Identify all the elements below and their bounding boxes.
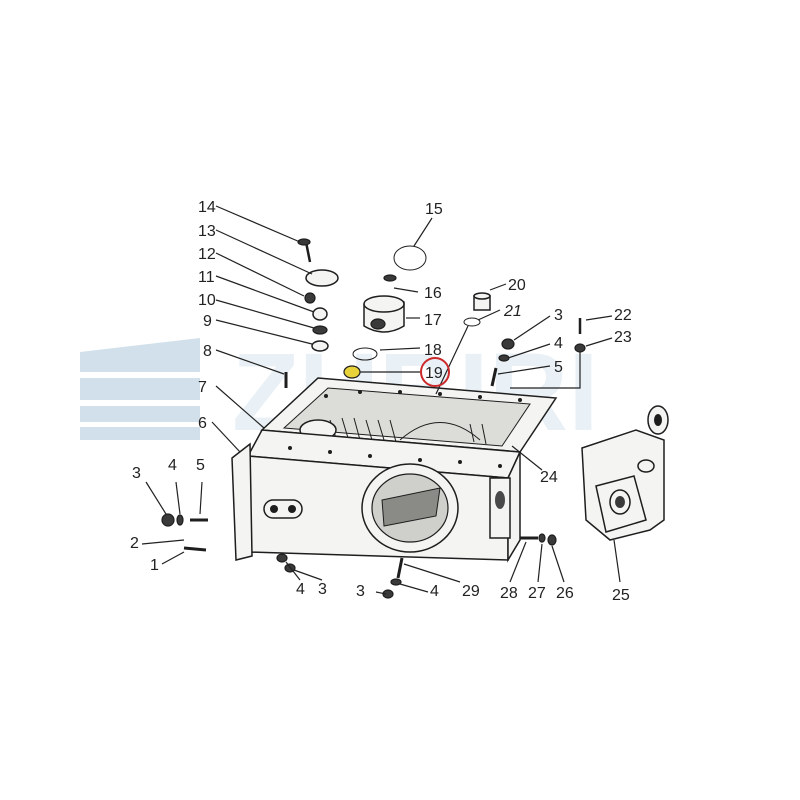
callout-24: 24	[540, 469, 558, 486]
callout-12: 12	[198, 246, 216, 263]
oring-15	[393, 245, 427, 271]
bolt-14	[304, 241, 312, 263]
callout-8: 8	[203, 343, 212, 360]
callout-17: 17	[424, 312, 442, 329]
nut-26	[547, 534, 557, 546]
bottom-fasteners	[382, 533, 557, 599]
callout-23: 23	[614, 329, 632, 346]
callout-3-left: 3	[132, 465, 141, 482]
callout-labels: 14 13 12 11 10 9 8 7 6 15 16 17 18 19 20…	[130, 199, 632, 604]
callout-5-left: 5	[196, 457, 205, 474]
callout-25: 25	[612, 587, 630, 604]
callout-6: 6	[198, 415, 207, 432]
callout-5-top: 5	[554, 359, 563, 376]
callout-3-bottom: 3	[318, 581, 327, 598]
nut-11	[312, 307, 328, 321]
callout-10: 10	[198, 292, 216, 309]
housing-oval-boss	[263, 499, 303, 519]
callout-4-top: 4	[554, 335, 563, 352]
seal-16	[383, 274, 397, 282]
gearbox-housing	[231, 377, 558, 563]
callout-27: 27	[528, 585, 546, 602]
callout-16: 16	[424, 285, 442, 302]
filler-cap-group	[463, 292, 491, 327]
callout-29: 29	[462, 583, 480, 600]
watermark-box-icon	[80, 338, 200, 440]
callout-4-left: 4	[168, 457, 177, 474]
nut-3-top	[501, 338, 515, 350]
washer-21	[463, 317, 481, 327]
callout-1: 1	[150, 557, 159, 574]
washer-4-top	[498, 354, 510, 362]
callout-13: 13	[198, 223, 216, 240]
highlight-ring	[420, 357, 450, 387]
plate-13	[305, 269, 339, 287]
stud-5-top	[490, 367, 498, 387]
bolt-1	[183, 546, 207, 552]
washer-23	[574, 343, 586, 353]
callout-3-top: 3	[554, 307, 563, 324]
washer-4-bottom	[276, 553, 288, 563]
washer-4-bottom-center	[390, 578, 402, 586]
callout-19: 19	[425, 365, 443, 382]
callout-26: 26	[556, 585, 574, 602]
stud-29	[396, 557, 404, 579]
gasket-18	[352, 347, 378, 361]
bracket-25	[581, 405, 669, 541]
lower-left-fasteners	[161, 513, 296, 573]
callout-14: 14	[198, 199, 216, 216]
callout-15: 15	[425, 201, 443, 218]
callout-9: 9	[203, 313, 212, 330]
left-fastener-stack	[284, 238, 339, 388]
inner-ring-gear	[399, 422, 481, 441]
callout-3-bottom-center: 3	[356, 583, 365, 600]
callout-18: 18	[424, 342, 442, 359]
washer-4-left	[176, 514, 184, 526]
right-fastener-group	[490, 318, 586, 389]
callout-11: 11	[198, 269, 215, 286]
callout-20: 20	[508, 277, 526, 294]
washer-12	[304, 292, 316, 304]
callout-4-bottom: 4	[296, 581, 305, 598]
washer-27	[538, 533, 546, 543]
washer-10	[312, 325, 328, 335]
leader-lines	[141, 205, 621, 595]
callout-28: 28	[500, 585, 518, 602]
ring-9	[311, 340, 329, 352]
callout-4-bottom-center: 4	[430, 583, 439, 600]
plug-19-highlighted	[343, 365, 361, 379]
end-plate-gasket	[231, 442, 253, 561]
callout-7: 7	[198, 379, 207, 396]
callout-22: 22	[614, 307, 632, 324]
top-cover-assembly	[343, 245, 427, 379]
nut-3-left	[161, 513, 175, 527]
callout-2: 2	[130, 535, 139, 552]
callout-21: 21	[503, 303, 522, 320]
